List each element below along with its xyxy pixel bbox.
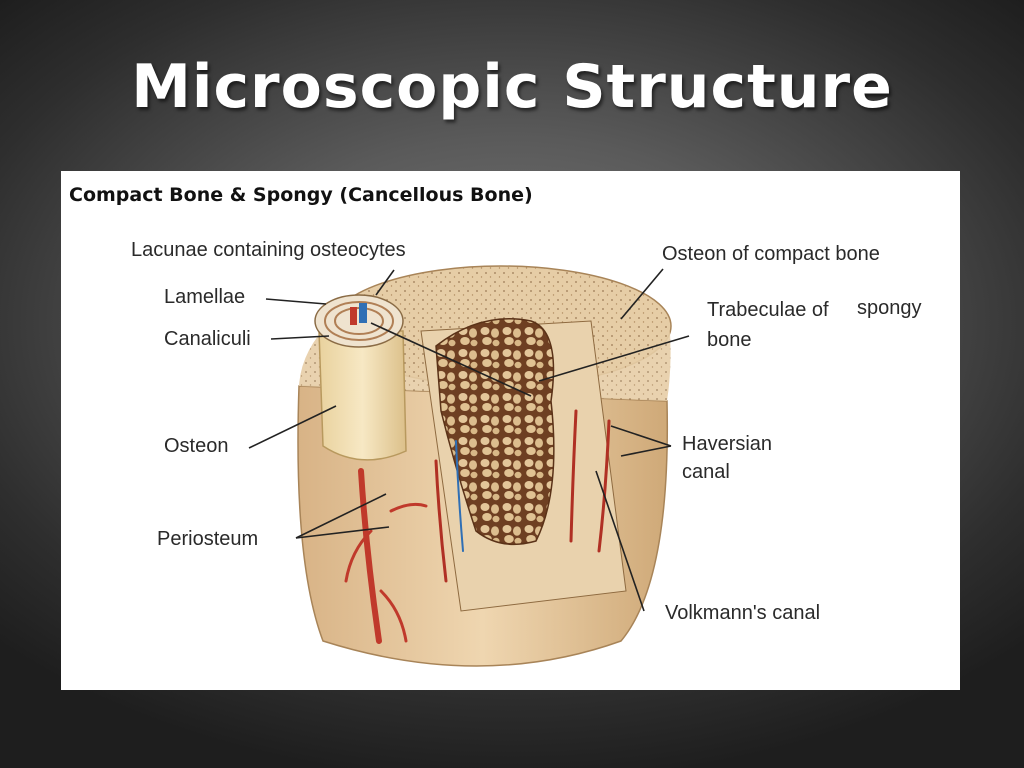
pointer-lines xyxy=(248,268,690,612)
label-haversian-line2: canal xyxy=(682,461,730,483)
blood-vessels xyxy=(344,409,611,644)
label-trabeculae-line2: bone xyxy=(707,329,752,351)
label-haversian-line1: Haversian xyxy=(682,433,773,455)
label-canaliculi: Canaliculi xyxy=(164,328,251,350)
osteon-cylinder xyxy=(318,330,407,461)
figure-panel: Compact Bone & Spongy (Cancellous Bone) … xyxy=(61,171,960,690)
label-periosteum: Periosteum xyxy=(157,528,259,550)
osteon-artery xyxy=(350,307,357,325)
label-osteon: Osteon xyxy=(164,435,229,457)
label-volkmann: Volkmann's canal xyxy=(665,602,821,624)
label-osteon-compact: Osteon of compact bone xyxy=(662,243,880,265)
figure-heading: Compact Bone & Spongy (Cancellous Bone) xyxy=(69,184,533,206)
label-lacunae: Lacunae containing osteocytes xyxy=(131,239,406,261)
label-lamellae: Lamellae xyxy=(164,286,246,308)
label-trabeculae-line1: Trabeculae of xyxy=(707,299,829,321)
bone-illustration xyxy=(248,265,690,667)
label-trabeculae-spongy: spongy xyxy=(857,297,922,319)
slide-title: Microscopic Structure xyxy=(131,52,893,122)
osteon-vein xyxy=(359,303,367,323)
spongy-bone xyxy=(435,318,555,546)
